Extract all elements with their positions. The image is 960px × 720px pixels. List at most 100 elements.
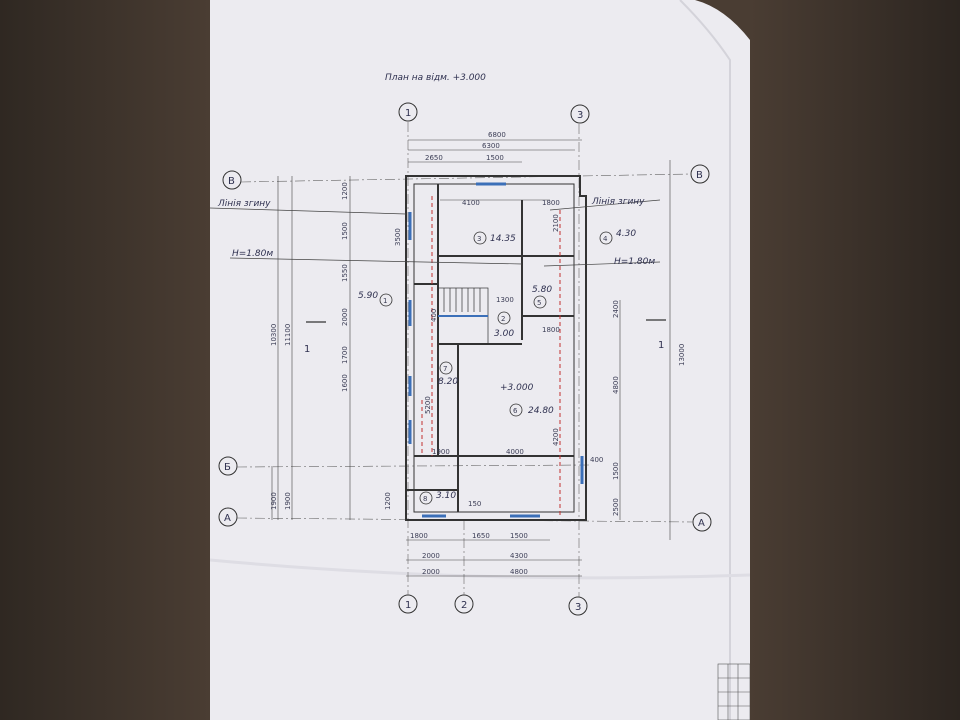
- svg-text:24.80: 24.80: [528, 406, 554, 416]
- svg-text:В: В: [696, 170, 703, 181]
- svg-text:6: 6: [513, 407, 518, 415]
- dim-left-5: 1700: [341, 346, 349, 364]
- bottom-dimension-lines: [406, 539, 582, 577]
- dim-top-1: 6300: [482, 142, 500, 150]
- dim-left-3: 1550: [341, 264, 349, 282]
- dim-left-10: 1900: [284, 492, 292, 510]
- svg-text:4.30: 4.30: [616, 229, 636, 239]
- dim-left-2: 3500: [394, 228, 402, 246]
- svg-text:А: А: [698, 518, 705, 529]
- dim-bottom-3: 2000: [422, 552, 440, 560]
- red-dashed-lines: [421, 196, 561, 516]
- stamp-table-fragment: [717, 663, 750, 720]
- svg-text:3: 3: [477, 235, 481, 243]
- paper-fold: [679, 0, 731, 720]
- height-label-left: H=1.80м: [232, 249, 273, 259]
- room-1: 1 5.90: [358, 291, 393, 307]
- svg-text:1: 1: [383, 297, 387, 305]
- svg-text:А: А: [224, 513, 231, 524]
- svg-text:3.00: 3.00: [494, 329, 514, 339]
- room-5: 5 5.80: [532, 285, 552, 309]
- dim-left-7: 1900: [270, 492, 278, 510]
- axis-bubble-1-top: 1: [398, 102, 418, 122]
- svg-text:3: 3: [575, 602, 581, 613]
- dim-top-0: 6800: [488, 131, 506, 139]
- dim-bottom-6: 4800: [510, 568, 528, 576]
- dim-inner-0: 1300: [496, 296, 514, 304]
- plan-title: План на відм. +3.000: [385, 73, 486, 83]
- dim-top-2: 2650: [425, 154, 443, 162]
- dim-top-3: 1500: [486, 154, 504, 162]
- room-8: 8 3.10: [419, 491, 456, 505]
- dim-left-6: 1600: [341, 374, 349, 392]
- room-3: 3 14.35: [473, 231, 516, 245]
- dim-inner-8: 150: [468, 500, 481, 508]
- svg-text:5.90: 5.90: [358, 291, 378, 301]
- svg-text:Б: Б: [224, 462, 231, 473]
- dim-right-3: 2500: [612, 498, 620, 516]
- svg-text:7: 7: [443, 365, 447, 373]
- axis-bubble-3-bottom: 3: [568, 596, 588, 616]
- dim-right-1: 4800: [612, 376, 620, 394]
- svg-text:5: 5: [537, 299, 541, 307]
- paper-surface: [210, 0, 750, 720]
- svg-text:8: 8: [423, 495, 427, 503]
- axis-bubble-B-left: Б: [218, 456, 238, 476]
- dim-inner-6: 1800: [542, 326, 560, 334]
- svg-text:2: 2: [501, 315, 505, 323]
- dim-inner-9: 1200: [384, 492, 392, 510]
- axis-bubble-A-left: А: [218, 507, 238, 527]
- dim-left-9: 10300: [270, 324, 278, 346]
- dim-left-0: 1200: [341, 182, 349, 200]
- dim-inner-10: 400: [430, 309, 438, 322]
- svg-text:2: 2: [461, 600, 467, 611]
- room-4: 4 4.30: [599, 229, 636, 245]
- break-line-label-left: Лінія згину: [217, 199, 271, 209]
- dim-inner-1: 2100: [552, 214, 560, 232]
- dim-bottom-0: 1800: [410, 532, 428, 540]
- height-label-right: H=1.80м: [614, 257, 655, 267]
- room-2: 2 3.00: [494, 311, 514, 339]
- blueprint-sheet: План на відм. +3.000 1 3 1 2 3 В: [210, 0, 750, 720]
- dim-bottom-1: 1650: [472, 532, 490, 540]
- dim-inner-5: 400: [590, 456, 603, 464]
- dim-right-0: 2400: [612, 300, 620, 318]
- left-dimension-lines: [271, 176, 351, 520]
- dim-inner-7: 5200: [424, 396, 432, 414]
- axis-bubble-3-top: 3: [570, 104, 590, 124]
- dim-left-1: 1500: [341, 222, 349, 240]
- svg-text:3.10: 3.10: [436, 491, 456, 501]
- svg-text:3: 3: [577, 110, 583, 121]
- dim-inner-3: 1900: [432, 448, 450, 456]
- section-mark-right: 1: [658, 340, 664, 351]
- leader-lines: [210, 199, 661, 267]
- svg-text:1: 1: [405, 600, 411, 611]
- svg-text:4: 4: [603, 235, 608, 243]
- section-marks: [306, 319, 666, 323]
- dim-left-4: 2000: [341, 308, 349, 326]
- dim-top-5: 1800: [542, 199, 560, 207]
- svg-text:8.20: 8.20: [438, 377, 458, 387]
- dim-bottom-5: 2000: [422, 568, 440, 576]
- axis-bubble-V-left: В: [222, 170, 242, 190]
- svg-text:1: 1: [405, 108, 411, 119]
- dim-inner-2: 4200: [552, 428, 560, 446]
- dim-left-8: 11100: [284, 324, 292, 346]
- svg-text:В: В: [228, 176, 235, 187]
- staircase: [437, 287, 489, 345]
- dim-right-4: 13000: [678, 344, 686, 366]
- top-dimension-lines: [408, 139, 582, 201]
- room-7: 7 8.20: [438, 361, 458, 387]
- dim-bottom-4: 4300: [510, 552, 528, 560]
- right-dimension-lines: [619, 160, 671, 540]
- level-mark: +3.000: [500, 383, 534, 393]
- section-mark-left: 1: [304, 344, 310, 355]
- windows: [408, 182, 584, 518]
- dim-bottom-2: 1500: [510, 532, 528, 540]
- room-6: +3.000 6 24.80: [500, 383, 554, 417]
- dim-right-2: 1500: [612, 462, 620, 480]
- dim-top-4: 4100: [462, 199, 480, 207]
- dim-inner-4: 4000: [506, 448, 524, 456]
- break-line-label-right: Лінія згину: [591, 197, 645, 207]
